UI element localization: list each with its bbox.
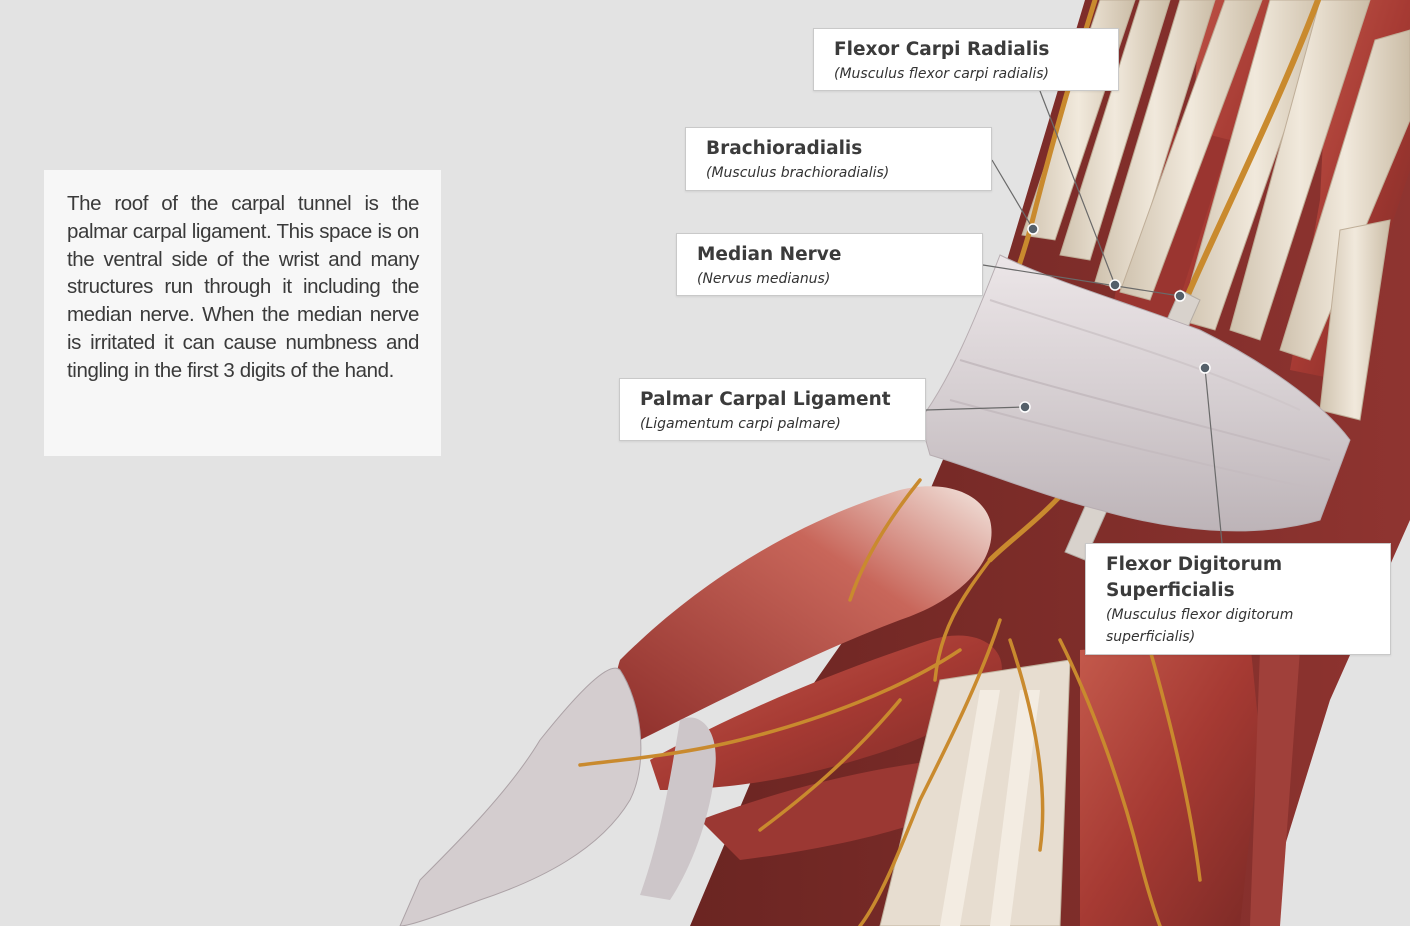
leader-line-brachioradialis (991, 159, 1034, 230)
label-latin-name: (Ligamentum carpi palmare) (640, 416, 841, 432)
leader-line-flexor-digitorum-superficialis (1204, 367, 1223, 544)
dot-palmar-carpal-ligament (1019, 401, 1031, 413)
label-title: Palmar Carpal Ligament (640, 389, 891, 410)
thumb-sheath (399, 667, 716, 926)
leader-lines (925, 90, 1223, 544)
label-latin-name: (Nervus medianus) (697, 271, 831, 287)
label-palmar-carpal-ligament[interactable]: Palmar Carpal Ligament (Ligamentum carpi… (619, 378, 926, 441)
callout-dots (1019, 223, 1211, 413)
label-brachioradialis[interactable]: Brachioradialis (Musculus brachioradiali… (685, 127, 992, 191)
label-latin-name: (Musculus flexor digitorum superficialis… (1106, 607, 1294, 645)
label-median-nerve[interactable]: Median Nerve (Nervus medianus) (676, 233, 983, 296)
label-title: Median Nerve (697, 244, 842, 265)
label-latin-name: (Musculus flexor carpi radialis) (834, 66, 1049, 82)
hand-nerve-branches (578, 478, 1202, 926)
dot-brachioradialis (1027, 223, 1039, 235)
label-flexor-digitorum-superficialis[interactable]: Flexor Digitorum Superficialis (Musculus… (1085, 543, 1391, 655)
hand-structures (879, 640, 1300, 926)
info-text: The roof of the carpal tunnel is the pal… (67, 192, 419, 382)
leader-line-flexor-carpi-radialis (1039, 90, 1116, 286)
label-flexor-carpi-radialis[interactable]: Flexor Carpi Radialis (Musculus flexor c… (813, 28, 1119, 91)
leader-line-median-nerve (982, 264, 1181, 297)
label-title: Flexor Digitorum Superficialis (1106, 554, 1283, 601)
info-panel: The roof of the carpal tunnel is the pal… (44, 170, 441, 456)
dot-flexor-carpi-radialis (1109, 279, 1121, 291)
label-title: Brachioradialis (706, 138, 863, 159)
dot-flexor-digitorum-superficialis (1199, 362, 1211, 374)
dot-median-nerve (1174, 290, 1186, 302)
label-latin-name: (Musculus brachioradialis) (706, 165, 890, 181)
label-title: Flexor Carpi Radialis (834, 39, 1050, 60)
leader-line-palmar-carpal-ligament (925, 406, 1026, 411)
